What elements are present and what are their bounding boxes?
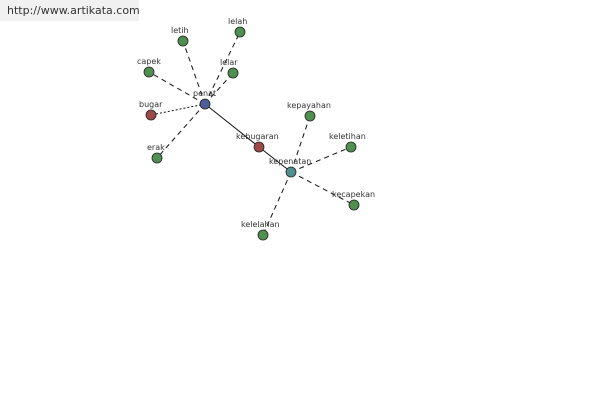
node-kebugaran[interactable]: kebugaran (236, 132, 279, 153)
node-circle-kecapekan[interactable] (348, 199, 360, 211)
node-circle-letih[interactable] (177, 35, 189, 47)
node-erak[interactable]: erak (147, 143, 165, 164)
node-circle-capek[interactable] (143, 66, 155, 78)
edge-kepenatan-kecapekan (290, 171, 355, 206)
node-kecapekan[interactable]: kecapekan (332, 190, 375, 211)
node-label-kepenatan: kepenatan (269, 157, 311, 166)
node-label-lelah: lelah (228, 17, 247, 26)
node-bugar[interactable]: bugar (139, 100, 163, 121)
edge-kepenatan-kelelahan (262, 171, 292, 236)
node-circle-kepayahan[interactable] (304, 110, 316, 122)
node-circle-lelar[interactable] (227, 67, 239, 79)
node-label-letih: letih (171, 26, 189, 35)
node-label-kebugaran: kebugaran (236, 132, 279, 141)
edge-kepenatan-keletihan (290, 146, 352, 173)
edge-kebugaran-kepenatan (258, 146, 292, 173)
node-circle-kebugaran[interactable] (253, 141, 265, 153)
node-label-capek: capek (137, 57, 161, 66)
edge-penat-letih (182, 40, 206, 105)
node-label-kelelahan: kelelahan (241, 220, 280, 229)
node-label-kepayahan: kepayahan (287, 101, 331, 110)
node-keletihan[interactable]: keletihan (329, 132, 366, 153)
node-label-keletihan: keletihan (329, 132, 366, 141)
node-lelah[interactable]: lelah (228, 17, 247, 38)
edge-kepenatan-kepayahan (290, 115, 311, 173)
node-kelelahan[interactable]: kelelahan (241, 220, 280, 241)
watermark-url: http://www.artikata.com (0, 0, 140, 21)
node-circle-lelah[interactable] (234, 26, 246, 38)
nodes-layer: penat kebugaran kepenatan letih lelah capek le… (137, 17, 375, 241)
node-circle-kelelahan[interactable] (257, 229, 269, 241)
node-label-kecapekan: kecapekan (332, 190, 375, 199)
node-capek[interactable]: capek (137, 57, 161, 78)
edge-penat-kebugaran (204, 103, 260, 148)
node-kepayahan[interactable]: kepayahan (287, 101, 331, 122)
node-label-penat: penat (193, 89, 216, 98)
edge-penat-bugar (150, 103, 206, 116)
node-penat[interactable]: penat (193, 89, 216, 110)
edge-penat-lelar (204, 72, 234, 105)
node-label-lelar: lelar (220, 58, 238, 67)
node-circle-kepenatan[interactable] (285, 166, 297, 178)
edges-layer (148, 31, 355, 236)
node-circle-erak[interactable] (151, 152, 163, 164)
node-circle-keletihan[interactable] (345, 141, 357, 153)
node-lelar[interactable]: lelar (220, 58, 239, 79)
node-label-erak: erak (147, 143, 165, 152)
node-letih[interactable]: letih (171, 26, 189, 47)
node-circle-penat[interactable] (199, 98, 211, 110)
edge-penat-erak (156, 103, 206, 159)
node-kepenatan[interactable]: kepenatan (269, 157, 311, 178)
edge-penat-capek (148, 71, 206, 105)
edge-penat-lelah (204, 31, 241, 105)
node-label-bugar: bugar (139, 100, 163, 109)
node-circle-bugar[interactable] (145, 109, 157, 121)
